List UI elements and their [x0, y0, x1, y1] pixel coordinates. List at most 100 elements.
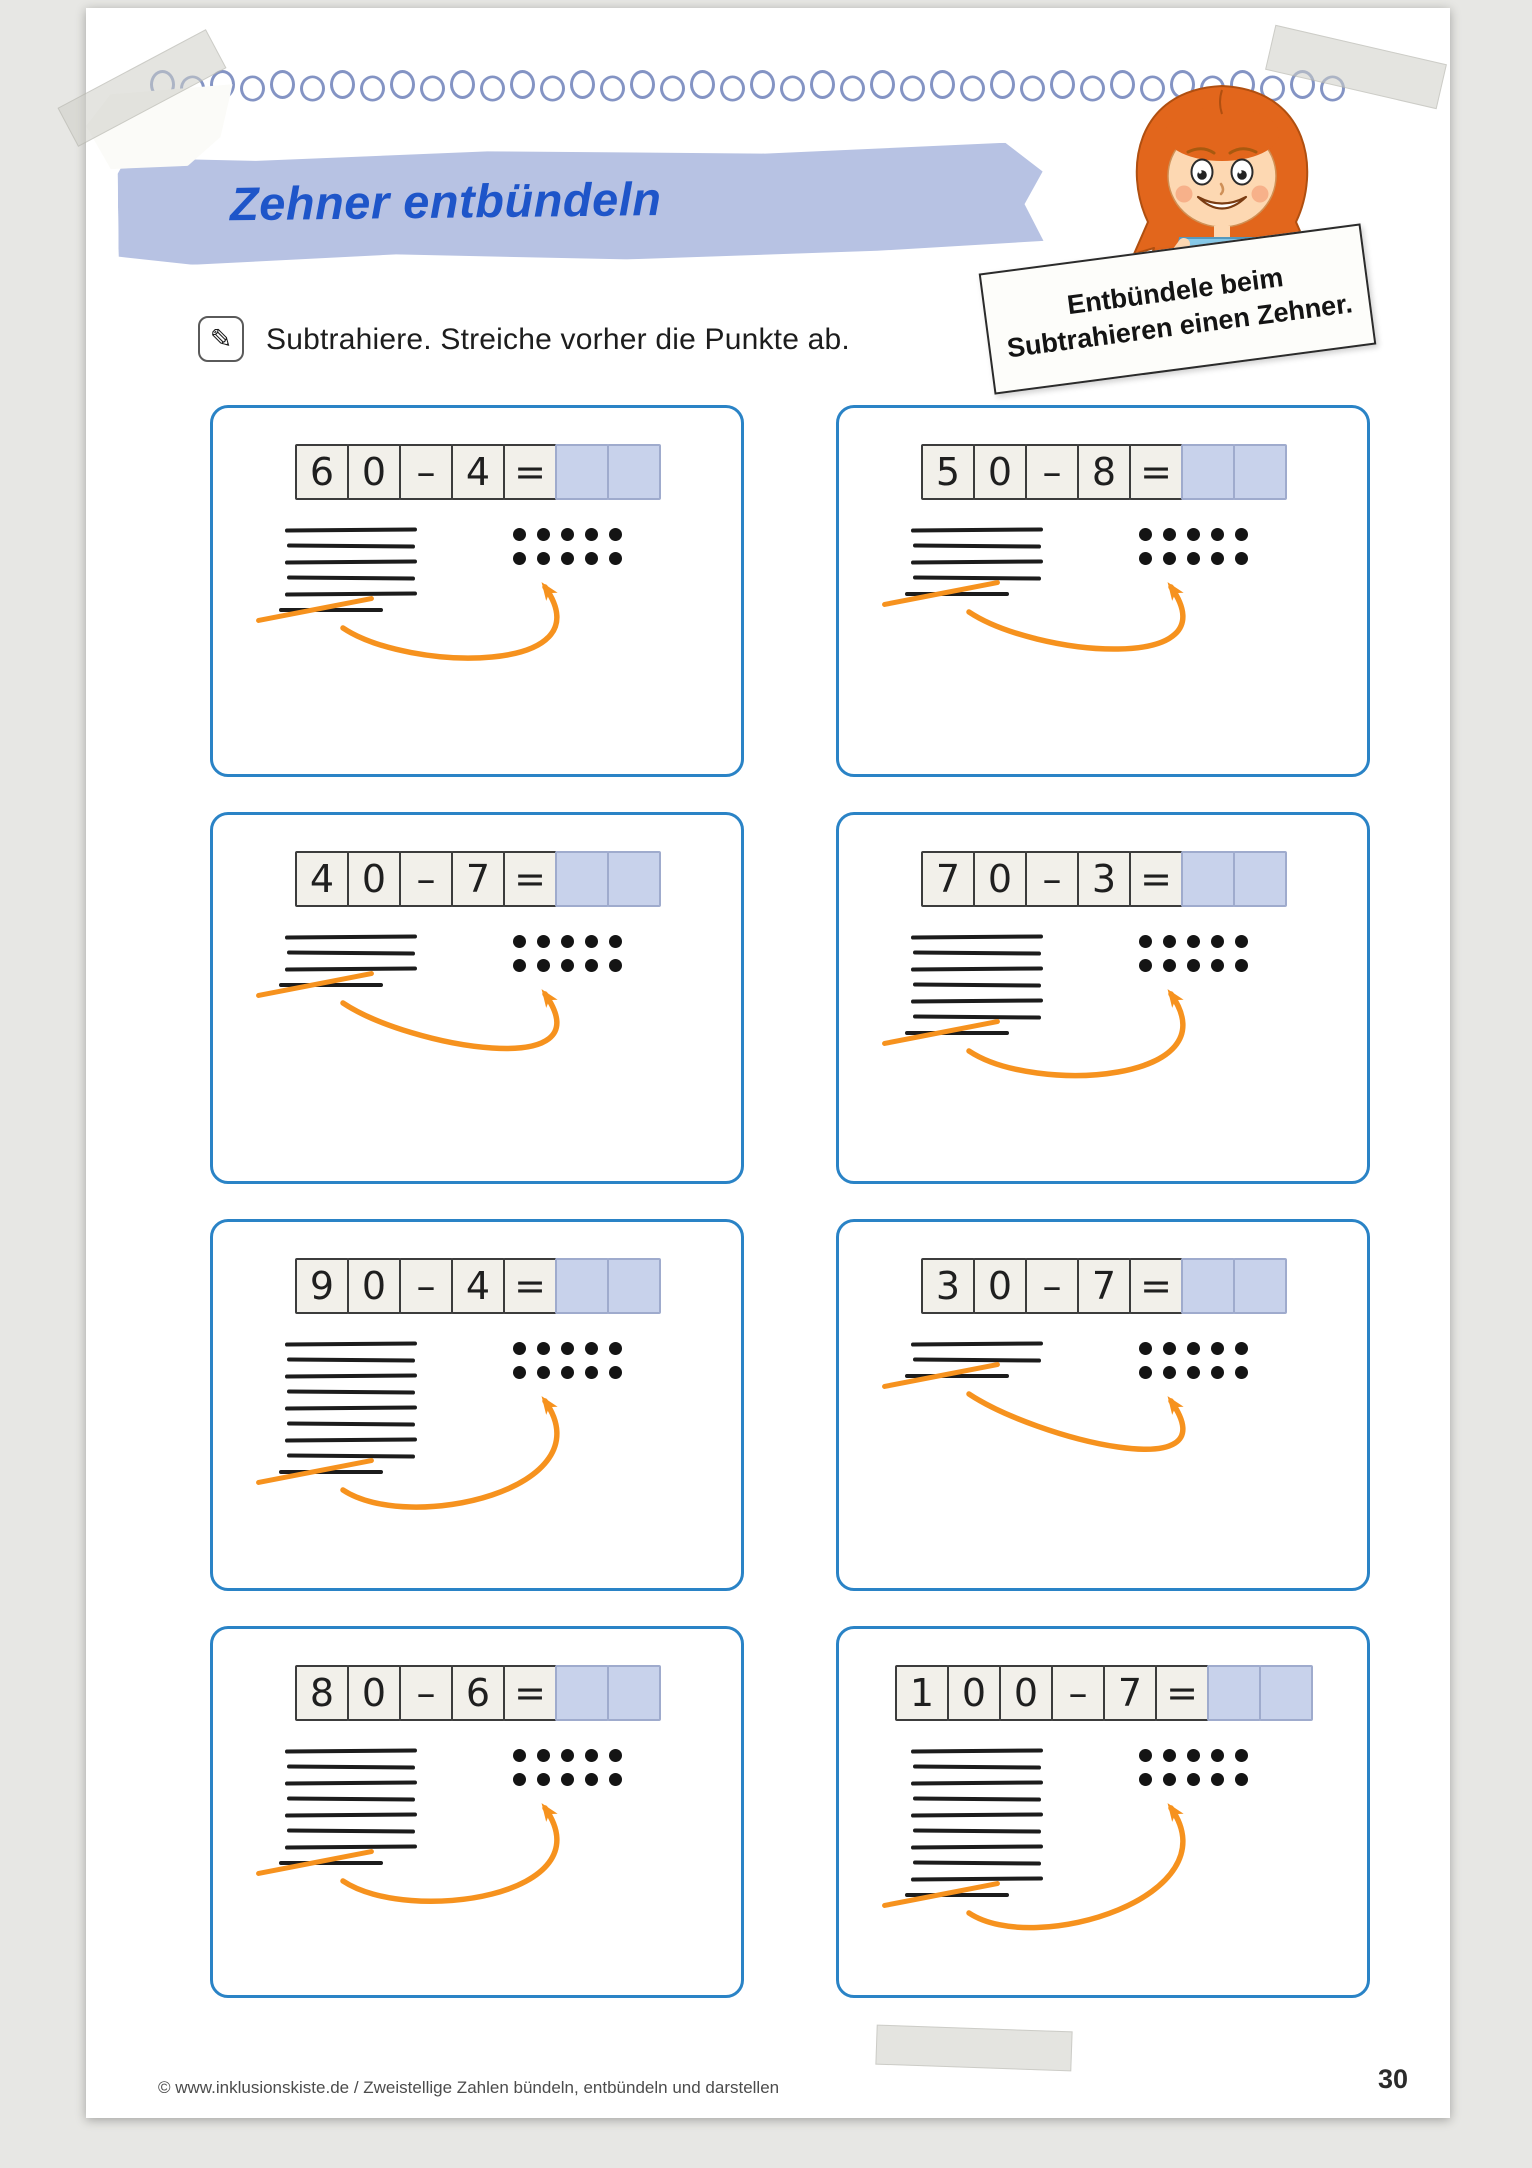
- ten-line: [912, 982, 1042, 988]
- one-dot: [561, 552, 574, 565]
- digit-cell: 8: [295, 1665, 349, 1721]
- cross-out-stroke: [881, 579, 1001, 608]
- one-dot: [1163, 552, 1176, 565]
- answer-box[interactable]: [555, 851, 609, 907]
- binder-ring: [540, 74, 565, 102]
- digit-cell: 0: [347, 1258, 401, 1314]
- ten-line: [284, 1748, 418, 1754]
- one-dot: [1187, 1366, 1200, 1379]
- one-dot: [1211, 935, 1224, 948]
- minus-cell: –: [399, 1665, 453, 1721]
- ten-line: [286, 1453, 416, 1459]
- binder-ring: [960, 74, 985, 102]
- one-dot: [1139, 935, 1152, 948]
- answer-box[interactable]: [1259, 1665, 1313, 1721]
- one-dot: [513, 552, 526, 565]
- answer-box[interactable]: [1181, 1258, 1235, 1314]
- binder-ring: [1140, 74, 1165, 102]
- one-dot: [1139, 1342, 1152, 1355]
- one-dot: [1163, 959, 1176, 972]
- digit-cell: 0: [973, 444, 1027, 500]
- answer-box[interactable]: [1233, 444, 1287, 500]
- answer-box[interactable]: [555, 1665, 609, 1721]
- one-dot: [561, 1366, 574, 1379]
- one-dot: [561, 528, 574, 541]
- page-number: 30: [1378, 2064, 1409, 2094]
- answer-box[interactable]: [555, 1258, 609, 1314]
- one-dot: [609, 528, 622, 541]
- ten-line: [881, 1018, 1009, 1047]
- one-dot: [1211, 552, 1224, 565]
- one-dot: [585, 1749, 598, 1762]
- minus-cell: –: [1025, 851, 1079, 907]
- minus-cell: –: [399, 444, 453, 500]
- answer-box[interactable]: [1233, 851, 1287, 907]
- binder-ring: [450, 69, 475, 99]
- one-dot: [585, 959, 598, 972]
- digit-cell: 7: [451, 851, 505, 907]
- ones-dots: [1139, 528, 1259, 576]
- one-dot: [1211, 1366, 1224, 1379]
- one-dot: [1235, 935, 1248, 948]
- ten-line: [284, 527, 418, 533]
- one-dot: [561, 1773, 574, 1786]
- ones-dots: [1139, 1749, 1259, 1797]
- one-dot: [537, 935, 550, 948]
- digit-cell: 0: [347, 1665, 401, 1721]
- digit-cell: 4: [295, 851, 349, 907]
- answer-box[interactable]: [607, 1258, 661, 1314]
- binder-ring: [900, 74, 925, 102]
- tens-lines: [881, 1748, 1051, 1909]
- binder-ring: [510, 69, 535, 99]
- answer-box[interactable]: [607, 1665, 661, 1721]
- one-dot: [513, 1342, 526, 1355]
- one-dot: [585, 1773, 598, 1786]
- ones-dots: [1139, 1342, 1259, 1390]
- binder-ring: [1050, 69, 1075, 99]
- equals-cell: =: [1155, 1665, 1209, 1721]
- ten-line: [255, 1457, 383, 1486]
- answer-box[interactable]: [1181, 851, 1235, 907]
- pencil-icon: ✎: [198, 316, 244, 362]
- one-dot: [1139, 959, 1152, 972]
- minus-cell: –: [1025, 444, 1079, 500]
- binder-ring: [330, 69, 355, 99]
- digit-cell: 3: [921, 1258, 975, 1314]
- binder-ring: [930, 69, 955, 99]
- equals-cell: =: [503, 1665, 557, 1721]
- binder-ring: [810, 69, 835, 99]
- binder-ring: [990, 69, 1015, 99]
- ten-line: [284, 1844, 418, 1850]
- tens-lines: [255, 934, 425, 999]
- answer-box[interactable]: [607, 444, 661, 500]
- answer-box[interactable]: [555, 444, 609, 500]
- answer-box[interactable]: [607, 851, 661, 907]
- one-dot: [1163, 1366, 1176, 1379]
- ten-line: [255, 595, 383, 624]
- one-dot: [1187, 935, 1200, 948]
- minus-cell: –: [1051, 1665, 1105, 1721]
- one-dot: [585, 1342, 598, 1355]
- tens-lines: [255, 1748, 425, 1877]
- ten-line: [284, 1405, 418, 1411]
- answer-box[interactable]: [1181, 444, 1235, 500]
- one-dot: [585, 1366, 598, 1379]
- answer-box[interactable]: [1207, 1665, 1261, 1721]
- ten-line: [284, 559, 418, 565]
- binder-ring: [570, 69, 595, 99]
- ten-line: [910, 1748, 1044, 1754]
- one-dot: [1163, 935, 1176, 948]
- binder-ring: [1020, 74, 1045, 102]
- answer-box[interactable]: [1233, 1258, 1287, 1314]
- ten-line: [284, 934, 418, 940]
- digit-cell: 7: [1103, 1665, 1157, 1721]
- binder-ring: [390, 69, 415, 99]
- digit-cell: 1: [895, 1665, 949, 1721]
